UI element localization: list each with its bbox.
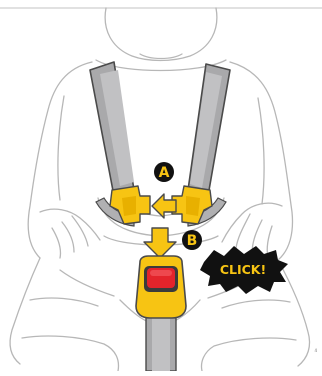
- page-marker: 4: [314, 348, 317, 353]
- crotch-strap: [146, 310, 176, 371]
- click-callout-text: CLICK!: [220, 262, 266, 277]
- step-b-badge: B: [182, 230, 202, 250]
- buckle-icon: [136, 256, 186, 318]
- click-burst-icon: CLICK!: [200, 246, 288, 294]
- arrow-down-icon: [144, 228, 176, 258]
- step-a-label: A: [159, 165, 170, 181]
- left-shoulder-strap: [90, 62, 134, 196]
- right-shoulder-strap: [188, 64, 230, 196]
- step-b-label: B: [187, 233, 198, 249]
- step-a-badge: A: [154, 162, 174, 182]
